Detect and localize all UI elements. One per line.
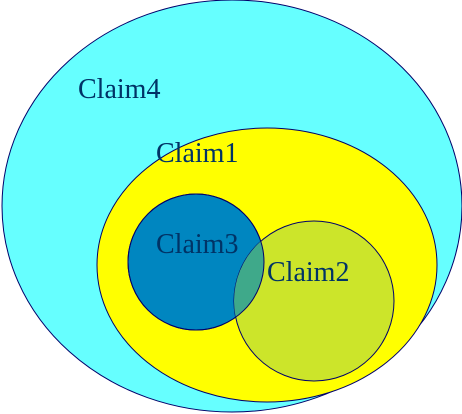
claim2-label: Claim2 xyxy=(267,257,349,288)
claim1-label: Claim1 xyxy=(156,138,238,169)
claim3-outline xyxy=(127,193,265,331)
claim3-label: Claim3 xyxy=(156,229,238,260)
claim4-label: Claim4 xyxy=(78,74,160,105)
